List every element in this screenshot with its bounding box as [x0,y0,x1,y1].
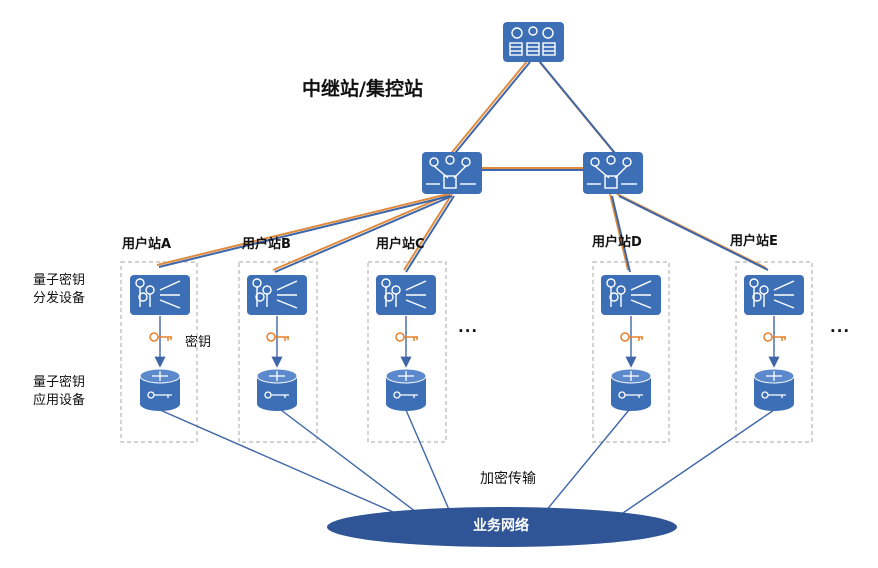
key-icon [620,332,643,342]
encrypted-transport-label: 加密传输 [480,471,536,487]
legend-application-device: 量子密钥 应用设备 [33,375,86,408]
station-box-c [367,261,447,443]
station-devices-a [130,275,190,411]
key-application-device-icon [753,368,795,411]
trunk-links [156,59,769,273]
station-label-b: 用户站B [242,237,291,252]
key-application-device-icon [139,368,181,411]
station-devices-e [744,275,804,411]
key-distribution-device-icon [130,275,190,315]
station-devices-d [601,275,661,411]
station-label-e: 用户站E [730,234,778,249]
station-box-d [592,261,670,443]
key-distribution-device-icon [744,275,804,315]
key-distribution-device-icon [247,275,307,315]
key-icon [149,332,172,342]
relay-title: 中继站/集控站 [302,78,423,100]
station-box-b [238,261,318,443]
relay-station-right-icon [583,152,643,194]
key-application-device-icon [610,368,652,411]
key-distribution-device-icon [601,275,661,315]
key-icon [763,332,786,342]
key-distribution-device-icon [376,275,436,315]
legend-key-label: 密钥 [185,335,212,350]
station-box-e [735,261,813,443]
station-devices-c [376,275,436,411]
station-boxes [120,261,813,443]
business-network-label: 业务网络 [473,518,529,534]
station-box-a [120,261,198,443]
station-label-c: 用户站C [376,237,425,252]
key-application-device-icon [385,368,427,411]
key-application-device-icon [256,368,298,411]
ellipsis-right: ... [830,318,851,336]
ellipsis-middle: ... [458,318,479,336]
device-stacks [130,275,804,411]
relay-station-left-icon [422,152,482,194]
station-label-a: 用户站A [122,237,172,252]
control-center-icon [503,22,564,62]
business-network-ellipse [327,507,677,547]
station-label-d: 用户站D [592,235,642,250]
station-devices-b [247,275,307,411]
key-icon [395,332,418,342]
key-icon [266,332,289,342]
network-links [159,409,775,516]
legend-distribution-device: 量子密钥 分发设备 [33,273,86,306]
